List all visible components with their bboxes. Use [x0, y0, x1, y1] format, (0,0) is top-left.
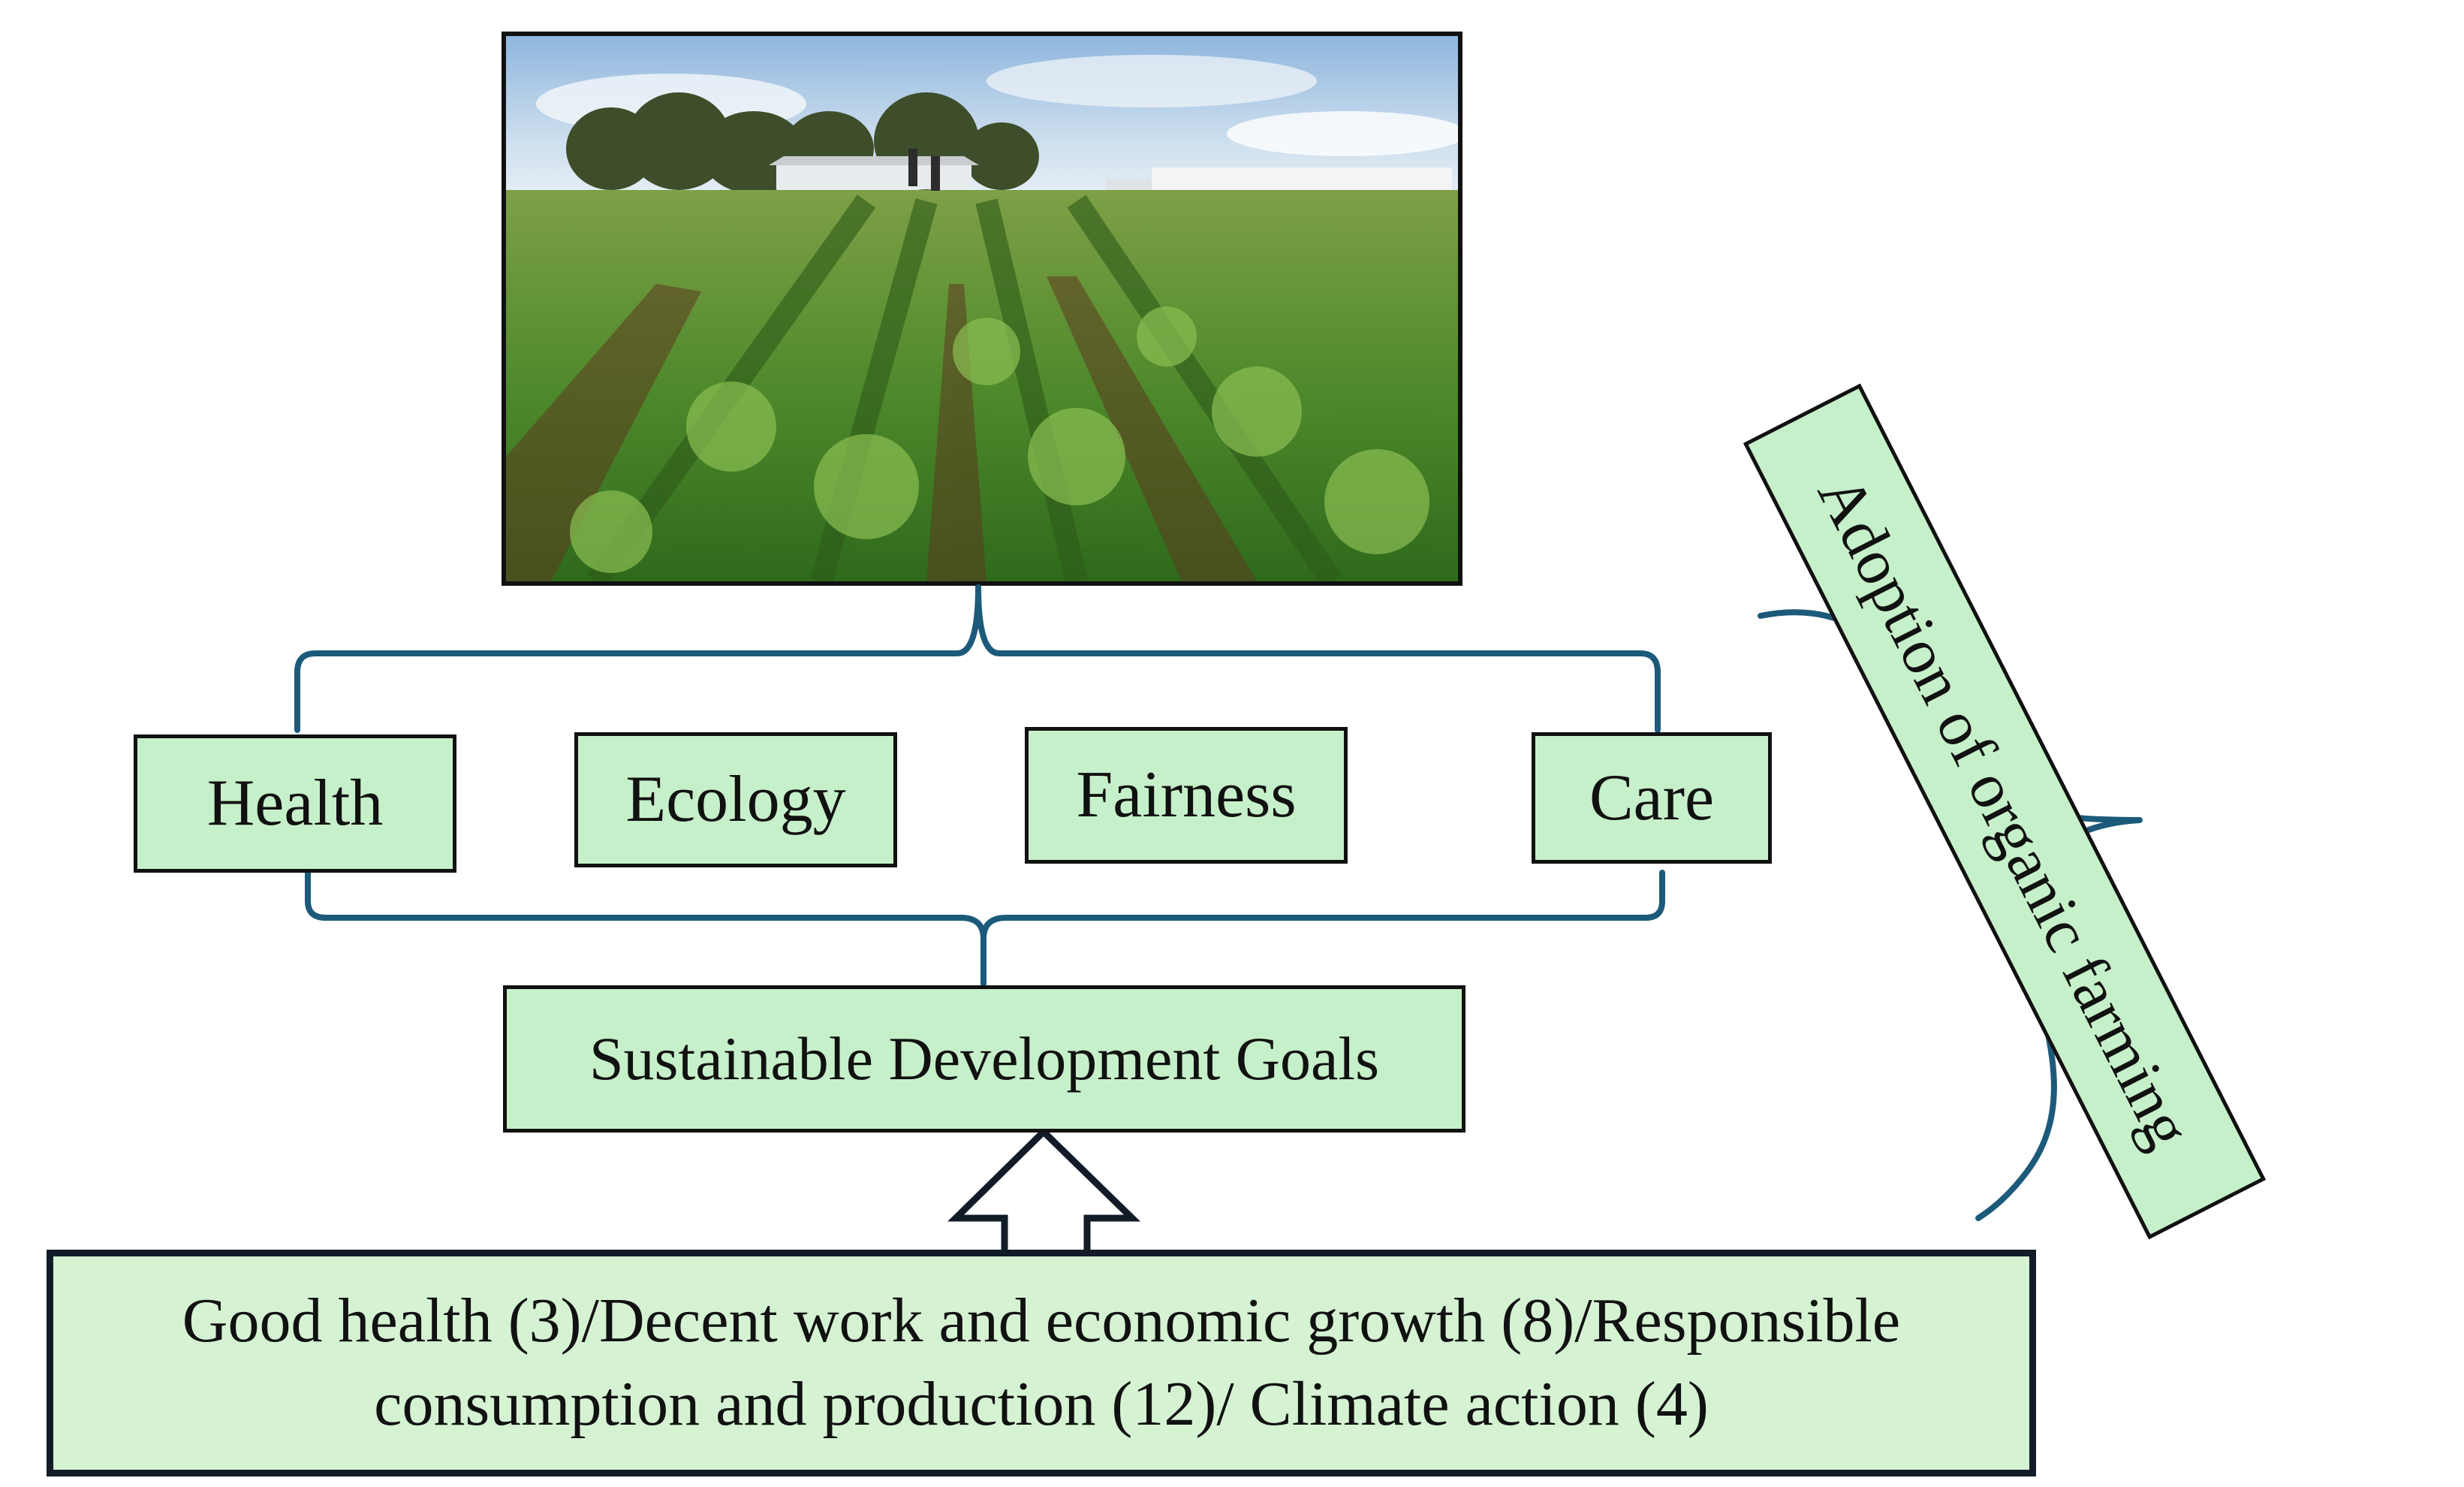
principle-health-box: Health: [134, 734, 456, 873]
principle-care-label: Care: [1589, 761, 1715, 834]
principle-ecology-label: Ecology: [625, 763, 846, 837]
top-brace: [294, 584, 981, 733]
up-arrow-icon: [947, 1127, 1141, 1258]
principle-care-box: Care: [1532, 732, 1772, 864]
sdg-title-box: Sustainable Development Goals: [503, 985, 1465, 1133]
principle-health-label: Health: [206, 767, 384, 840]
principle-fairness-label: Fairness: [1076, 759, 1297, 832]
farm-field-photo: [502, 32, 1462, 586]
sdg-title-label: Sustainable Development Goals: [589, 1024, 1380, 1093]
principle-ecology-box: Ecology: [574, 732, 897, 867]
sdg-list-line-1: Good health (3)/Decent work and economic…: [182, 1286, 1901, 1356]
sdg-list-text: Good health (3)/Decent work and economic…: [182, 1280, 1900, 1446]
bottom-brace: [305, 870, 987, 987]
principle-fairness-box: Fairness: [1025, 727, 1348, 864]
sdg-list-box: Good health (3)/Decent work and economic…: [47, 1250, 2036, 1476]
sdg-list-line-2: consumption and production (12)/ Climate…: [374, 1369, 1709, 1439]
